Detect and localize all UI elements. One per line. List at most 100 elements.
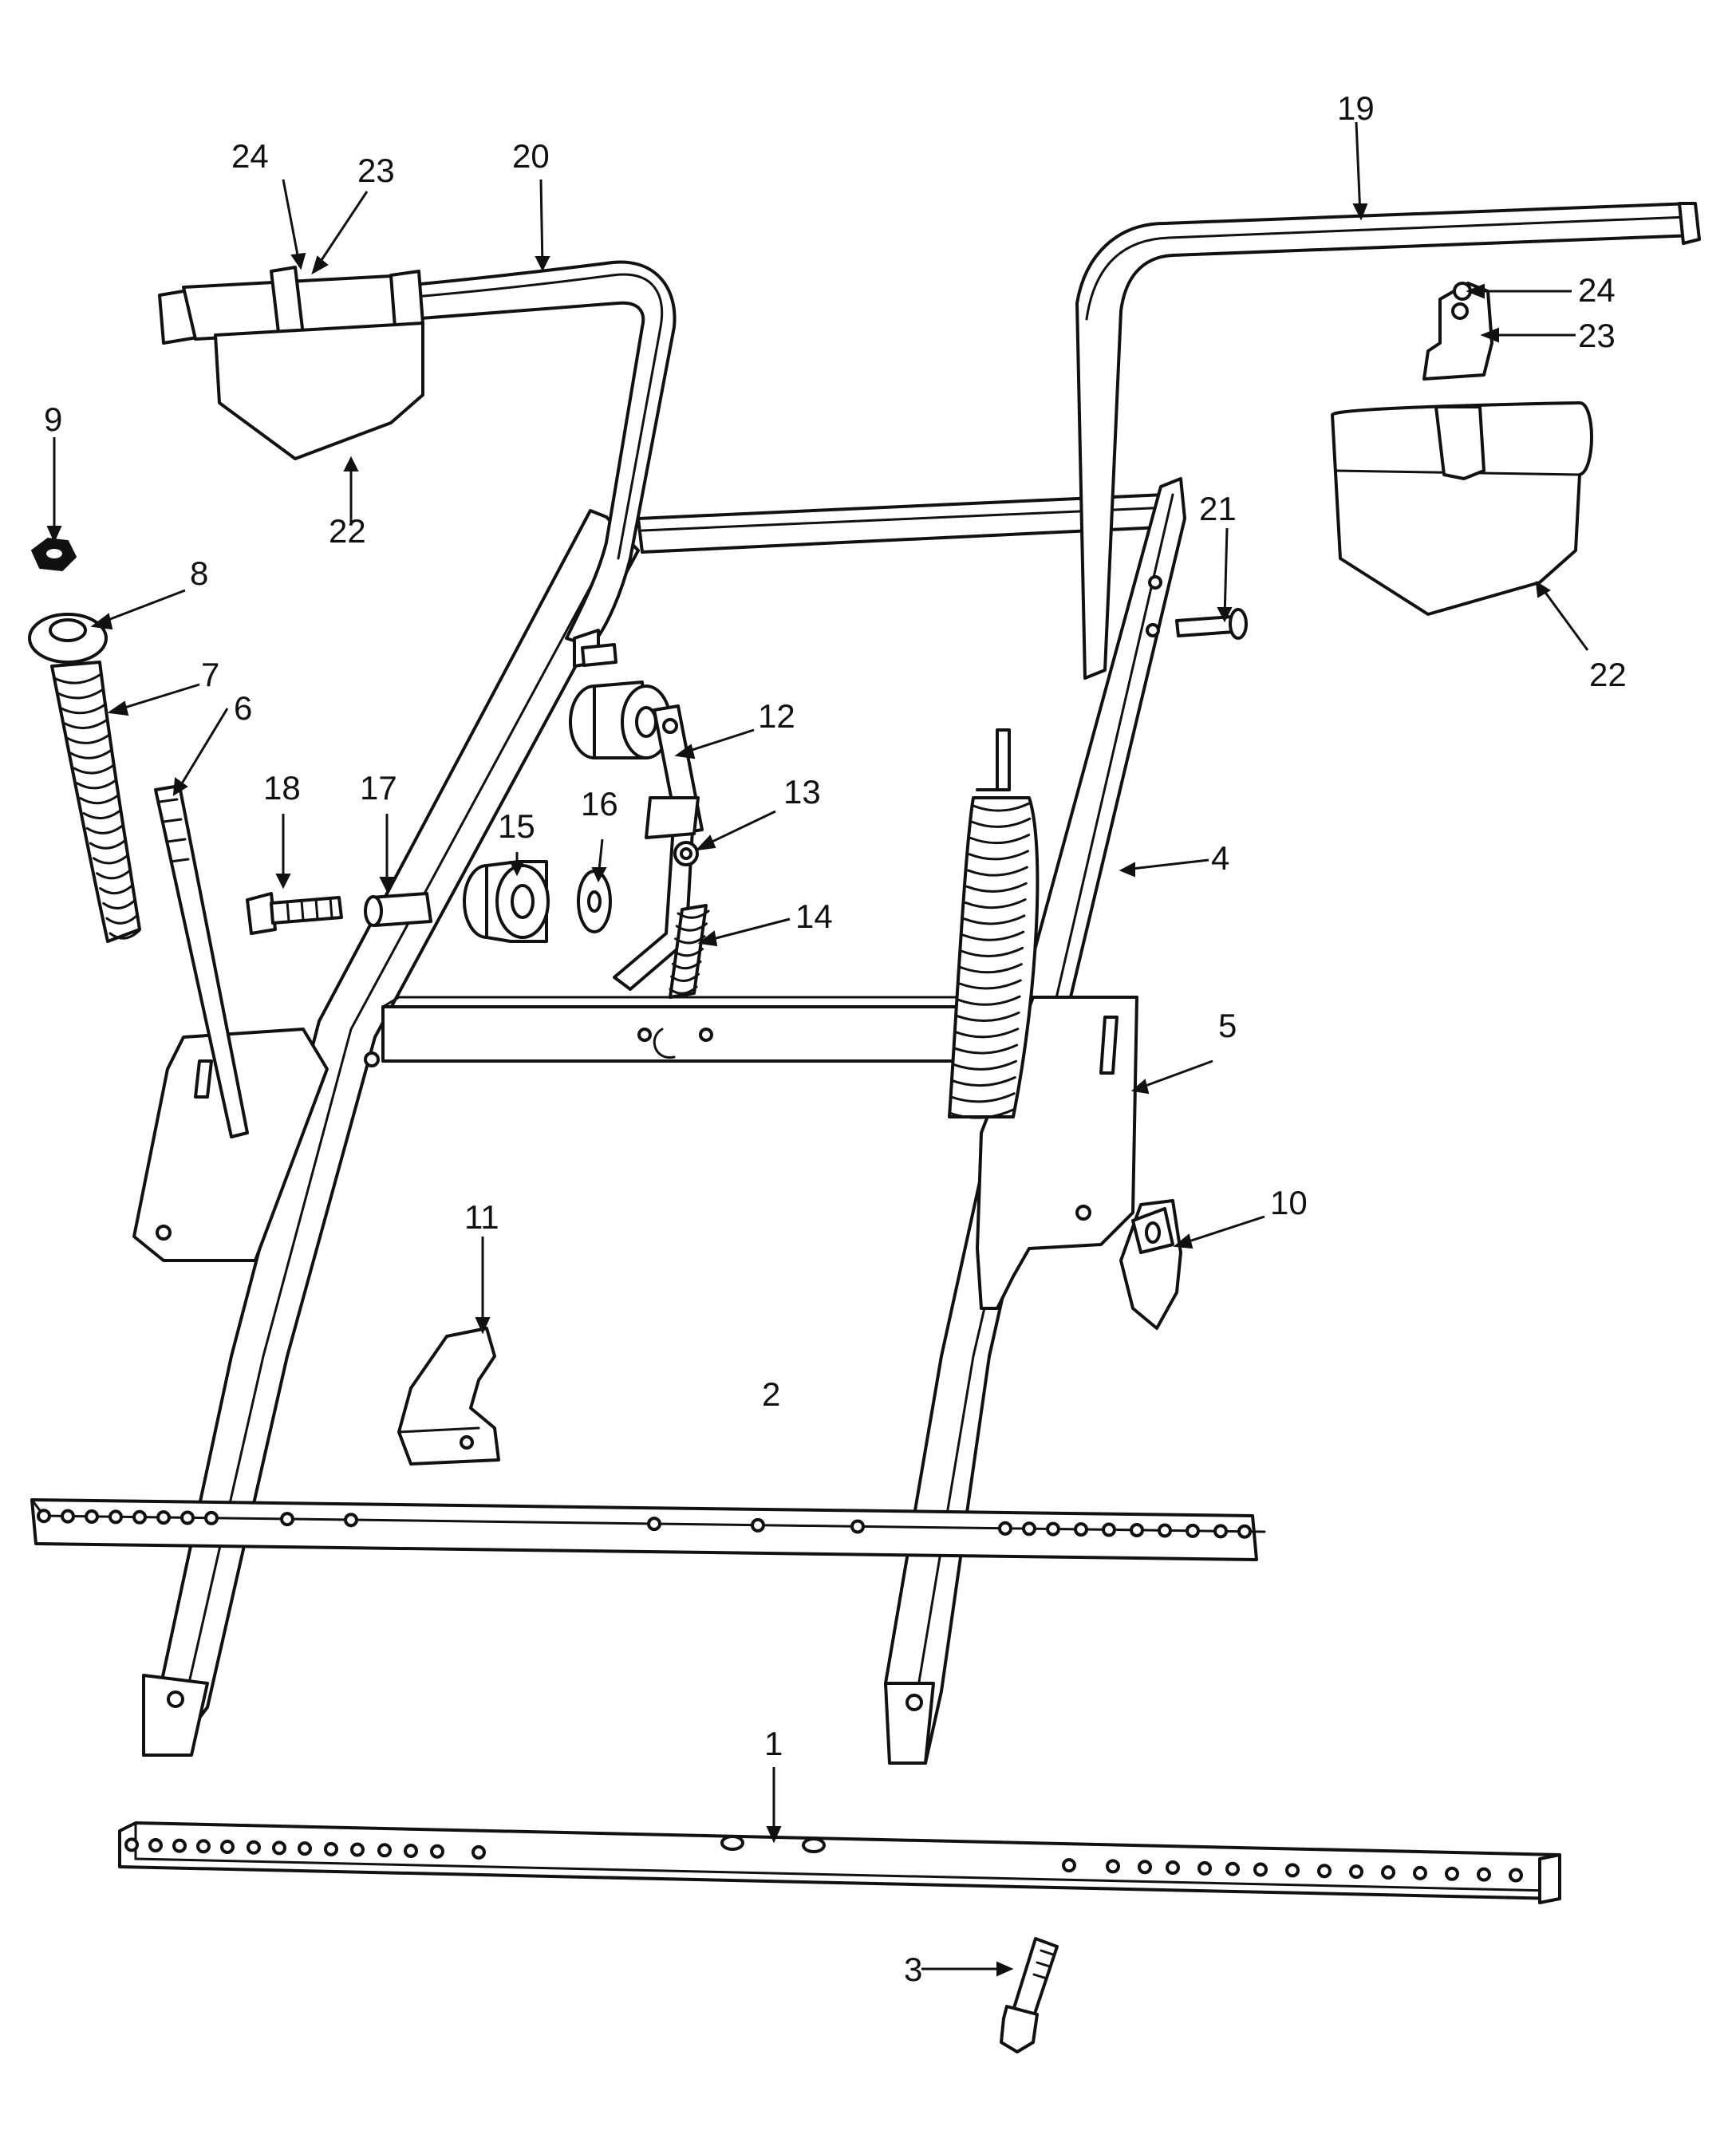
spring-coil <box>952 1059 1017 1071</box>
spring-coil <box>950 1075 1016 1087</box>
clamp-part-23-right <box>1422 282 1493 381</box>
mounting-hole <box>1046 1521 1060 1537</box>
mounting-hole <box>196 1839 211 1854</box>
mounting-hole <box>1130 1523 1144 1538</box>
leader-arrowheads <box>46 203 1551 1977</box>
callout-23-right: 23 <box>1578 317 1616 354</box>
callout-11: 11 <box>464 1198 499 1236</box>
mounting-hole <box>108 1509 123 1525</box>
mounting-hole <box>647 1517 661 1532</box>
shield-part-22-right <box>1331 401 1593 616</box>
pulley-part-12 <box>569 681 672 759</box>
mounting-hole <box>1381 1864 1395 1880</box>
mounting-hole <box>156 1510 171 1525</box>
mounting-hole <box>1213 1524 1228 1539</box>
mounting-hole <box>85 1509 99 1524</box>
callout-8: 8 <box>190 554 208 592</box>
spring-right <box>948 728 1040 1119</box>
shoe-part-10 <box>1119 1199 1182 1330</box>
callout-6: 6 <box>234 689 252 727</box>
washer-part-16 <box>577 870 612 933</box>
spring-coil <box>53 673 101 684</box>
spring-coil <box>85 823 124 834</box>
mounting-hole <box>220 1839 235 1854</box>
callout-19: 19 <box>1337 89 1375 127</box>
spring-coil <box>89 838 127 850</box>
callout-3: 3 <box>904 1951 922 1988</box>
mounting-hole <box>204 1510 219 1525</box>
spring-coil <box>967 866 1028 877</box>
callout-22-left: 22 <box>329 512 366 550</box>
spring-coil <box>969 834 1031 845</box>
spring-coil <box>963 914 1026 925</box>
mounting-hole <box>37 1509 51 1524</box>
spring-coil <box>968 850 1030 861</box>
spring-coil <box>955 1011 1020 1022</box>
callout-16: 16 <box>581 785 618 823</box>
spring-coil <box>675 922 708 932</box>
spring-coil <box>96 869 132 880</box>
callout-7: 7 <box>201 656 219 693</box>
callout-2: 2 <box>762 1375 780 1413</box>
spring-coil <box>670 972 700 982</box>
spring-coil <box>669 985 698 995</box>
mounting-hole <box>404 1844 418 1859</box>
mounting-hole <box>1225 1861 1240 1876</box>
callout-5: 5 <box>1218 1007 1237 1044</box>
clevis-pin-part-21 <box>1175 608 1248 640</box>
mounting-hole <box>751 1517 765 1533</box>
mounting-hole <box>1138 1860 1152 1875</box>
mounting-hole <box>1106 1859 1120 1874</box>
mounting-hole <box>272 1840 286 1856</box>
callout-10: 10 <box>1270 1184 1308 1221</box>
spring-coil <box>73 763 116 775</box>
spring-coil <box>959 963 1023 974</box>
mounting-hole <box>1166 1860 1180 1876</box>
mounting-hole <box>132 1509 147 1525</box>
bolt-part-18 <box>246 892 343 935</box>
rod-part-6 <box>154 784 249 1138</box>
callout-24-right: 24 <box>1578 271 1616 309</box>
mounting-hole <box>1445 1866 1459 1881</box>
callout-12: 12 <box>758 697 795 735</box>
mounting-hole <box>350 1842 365 1857</box>
mounting-hole <box>298 1841 312 1856</box>
mounting-hole <box>180 1510 195 1525</box>
left-bracket-plate <box>132 1028 329 1262</box>
spring-coil <box>62 718 108 729</box>
nut-part-13 <box>673 841 699 866</box>
spring-coil <box>972 801 1032 812</box>
callout-21: 21 <box>1199 490 1237 527</box>
spring-coil <box>92 854 129 865</box>
spring-coil <box>56 688 104 700</box>
spring-coil <box>677 909 710 919</box>
lever-arm <box>613 796 700 991</box>
callout-20: 20 <box>512 137 550 175</box>
mounting-hole <box>1285 1863 1300 1878</box>
mounting-hole <box>247 1840 261 1855</box>
spring-coil <box>673 948 704 957</box>
callout-14: 14 <box>795 898 833 935</box>
callout-22-right: 22 <box>1589 656 1627 693</box>
callout-24-left: 24 <box>231 137 269 175</box>
mounting-hole <box>124 1837 139 1852</box>
mounting-hole <box>1349 1864 1363 1880</box>
mounting-hole <box>1102 1522 1116 1537</box>
mounting-hole <box>61 1509 75 1524</box>
bolt-part-3 <box>1000 1937 1059 2053</box>
mounting-hole <box>1062 1858 1076 1873</box>
spring-coil <box>108 929 141 940</box>
spring-coil <box>69 748 113 759</box>
callout-17: 17 <box>360 769 397 807</box>
spring-coil <box>965 898 1027 909</box>
bushing-part-15 <box>463 860 550 943</box>
mounting-hole <box>344 1513 358 1528</box>
mounting-hole <box>1197 1860 1212 1876</box>
spring-coil <box>954 1028 1020 1039</box>
spring-coil <box>671 960 702 970</box>
spring-part-14 <box>669 904 710 999</box>
callout-1: 1 <box>764 1725 783 1762</box>
nut-part-9 <box>30 537 77 572</box>
callout-13: 13 <box>783 773 821 811</box>
